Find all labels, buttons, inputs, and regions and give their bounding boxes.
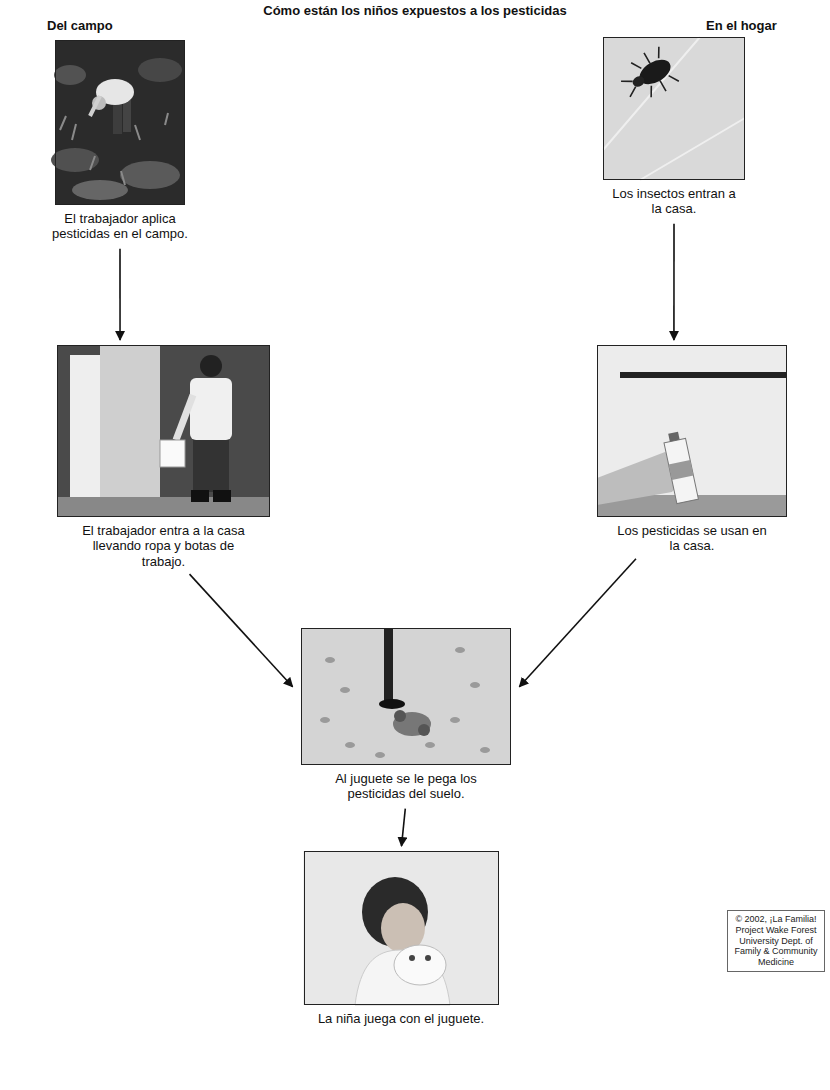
photo-frame	[597, 345, 787, 517]
diagram-title: Cómo están los niños expuestos a los pes…	[0, 3, 830, 18]
photo-panel: El trabajador aplica pesticidas en el ca…	[40, 40, 200, 242]
caption-text: El trabajador aplica pesticidas en el ca…	[40, 211, 200, 242]
flow-arrow	[119, 249, 121, 340]
field-photo	[51, 40, 185, 205]
caption-text: La niña juega con el juguete.	[286, 1011, 516, 1026]
spray-photo	[597, 345, 787, 517]
photo-panel: La niña juega con el juguete.	[286, 851, 516, 1026]
flow-arrow	[519, 559, 636, 687]
photo-frame	[304, 851, 499, 1005]
photo-panel: Los pesticidas se usan en la casa.	[597, 345, 787, 554]
worker-photo	[57, 345, 270, 517]
photo-frame	[57, 345, 270, 517]
photo-frame	[301, 628, 511, 765]
photo-panel: El trabajador entra a la casa llevando r…	[57, 345, 270, 569]
caption-text: Los insectos entran a la casa.	[609, 186, 739, 217]
insect-photo	[603, 37, 745, 180]
flow-arrow	[190, 574, 293, 687]
column-heading: En el hogar	[706, 18, 777, 33]
caption-text: Los pesticidas se usan en la casa.	[617, 523, 767, 554]
photo-panel: Los insectos entran a la casa.	[594, 37, 754, 217]
flow-arrow	[673, 224, 675, 340]
credit-box: © 2002, ¡La Familia! Project Wake Forest…	[727, 910, 825, 972]
photo-panel: Al juguete se le pega los pesticidas del…	[296, 628, 516, 802]
column-heading: Del campo	[47, 18, 113, 33]
caption-text: Al juguete se le pega los pesticidas del…	[306, 771, 506, 802]
flow-arrow	[402, 809, 406, 846]
caption-text: El trabajador entra a la casa llevando r…	[76, 523, 251, 569]
photo-frame	[603, 37, 745, 180]
floor-photo	[301, 628, 511, 765]
credit-text: © 2002, ¡La Familia! Project Wake Forest…	[732, 914, 820, 968]
photo-frame	[55, 40, 185, 205]
child-photo	[304, 851, 499, 1005]
